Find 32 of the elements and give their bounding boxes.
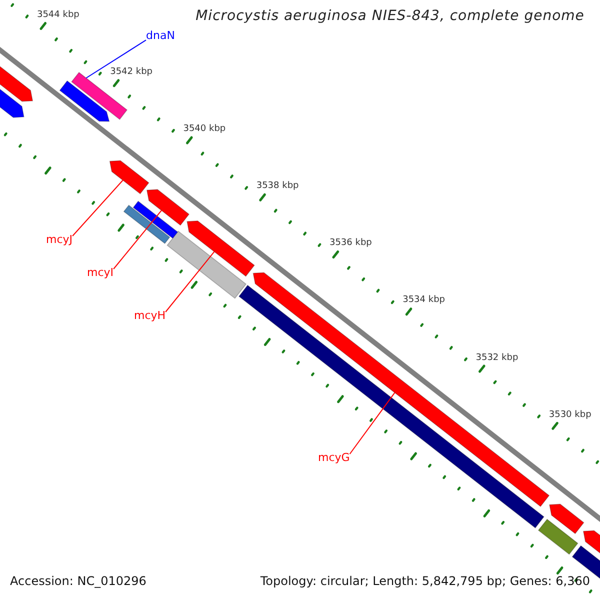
gene-label: dnaN (146, 30, 175, 42)
scale-label: 3534 kbp (402, 296, 446, 306)
leader-line (86, 40, 146, 78)
scale-label: 3538 kbp (256, 182, 299, 192)
gene-block (538, 518, 578, 555)
gene-block (109, 160, 150, 194)
leader-line (113, 210, 162, 270)
scale-label: 3542 kbp (110, 68, 153, 78)
gene-block (252, 272, 550, 508)
scale-label: 3536 kbp (329, 239, 372, 250)
gene-block (549, 504, 584, 534)
gene-block (166, 230, 247, 299)
scale-label: 3540 kbp (183, 124, 226, 135)
gene-block (186, 220, 255, 277)
leader-line (72, 180, 124, 236)
gene-block (238, 284, 544, 528)
leader-line (349, 392, 396, 454)
scale-label: 3530 kbp (548, 410, 592, 421)
accession-text: Accession: NC_010296 (10, 575, 146, 588)
gene-label: mcyH (134, 310, 166, 322)
title: Microcystis aeruginosa NIES-843, complete genome (196, 8, 584, 24)
scale-label: 3532 kbp (476, 354, 518, 364)
gene-label: mcyJ (46, 234, 73, 246)
gene-block (146, 189, 190, 226)
gene-block (123, 204, 170, 244)
gene-label: mcyG (318, 452, 350, 464)
leader-line (165, 251, 215, 312)
gene-block (132, 200, 180, 240)
gene-block (59, 80, 110, 122)
gene-label: mcyI (87, 267, 114, 280)
genome-stats-text: Topology: circular; Length: 5,842,795 bp; Genes: 6,360 (260, 575, 590, 588)
scale-label: 3544 kbp (36, 10, 80, 21)
